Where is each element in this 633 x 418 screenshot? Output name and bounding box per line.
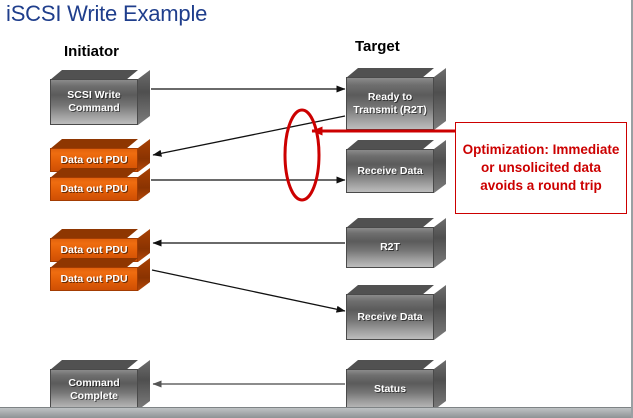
- box-receive-data-1[interactable]: Receive Data: [346, 140, 434, 193]
- box-label: Command Complete: [50, 369, 138, 410]
- box-top-face: [346, 360, 434, 370]
- box-side-face: [138, 70, 150, 125]
- column-heading-initiator: Initiator: [64, 43, 119, 60]
- box-label: Ready to Transmit (R2T): [346, 77, 434, 130]
- page-title: iSCSI Write Example: [6, 1, 208, 26]
- box-side-face: [434, 140, 446, 193]
- box-top-face: [50, 258, 138, 268]
- arrow-data-out-pdu-to-receive-data-diagonal: [151, 269, 346, 313]
- column-heading-target: Target: [355, 38, 400, 55]
- box-top-face: [346, 285, 434, 295]
- box-receive-data-2[interactable]: Receive Data: [346, 285, 434, 340]
- box-label: Receive Data: [346, 294, 434, 340]
- box-side-face: [434, 285, 446, 340]
- box-top-face: [346, 140, 434, 150]
- box-label: SCSI Write Command: [50, 79, 138, 125]
- red-ellipse-highlight: [283, 108, 321, 202]
- box-side-face: [434, 360, 446, 410]
- box-command-complete[interactable]: Command Complete: [50, 360, 138, 410]
- box-scsi-write-command[interactable]: SCSI Write Command: [50, 70, 138, 125]
- box-top-face: [50, 139, 138, 149]
- box-side-face: [138, 258, 150, 291]
- box-r2t[interactable]: R2T: [346, 218, 434, 268]
- box-label: Data out PDU: [50, 267, 138, 291]
- box-side-face: [138, 360, 150, 410]
- box-ready-to-transmit[interactable]: Ready to Transmit (R2T): [346, 68, 434, 130]
- box-side-face: [138, 139, 150, 172]
- box-top-face: [50, 229, 138, 239]
- box-top-face: [346, 218, 434, 228]
- box-side-face: [138, 168, 150, 201]
- box-top-face: [346, 68, 434, 78]
- callout-text: Optimization: Immediate or unsolicited d…: [462, 142, 620, 193]
- box-side-face: [138, 229, 150, 262]
- box-side-face: [434, 68, 446, 130]
- box-data-out-pdu-2[interactable]: Data out PDU: [50, 168, 138, 201]
- box-label: Status: [346, 369, 434, 410]
- box-label: R2T: [346, 227, 434, 268]
- box-top-face: [50, 168, 138, 178]
- box-label: Receive Data: [346, 149, 434, 193]
- box-data-out-pdu-4[interactable]: Data out PDU: [50, 258, 138, 291]
- box-status[interactable]: Status: [346, 360, 434, 410]
- box-top-face: [50, 70, 138, 80]
- box-side-face: [434, 218, 446, 268]
- box-top-face: [50, 360, 138, 370]
- box-label: Data out PDU: [50, 177, 138, 201]
- bottom-bar: [0, 407, 631, 418]
- callout-optimization: Optimization: Immediate or unsolicited d…: [455, 122, 627, 214]
